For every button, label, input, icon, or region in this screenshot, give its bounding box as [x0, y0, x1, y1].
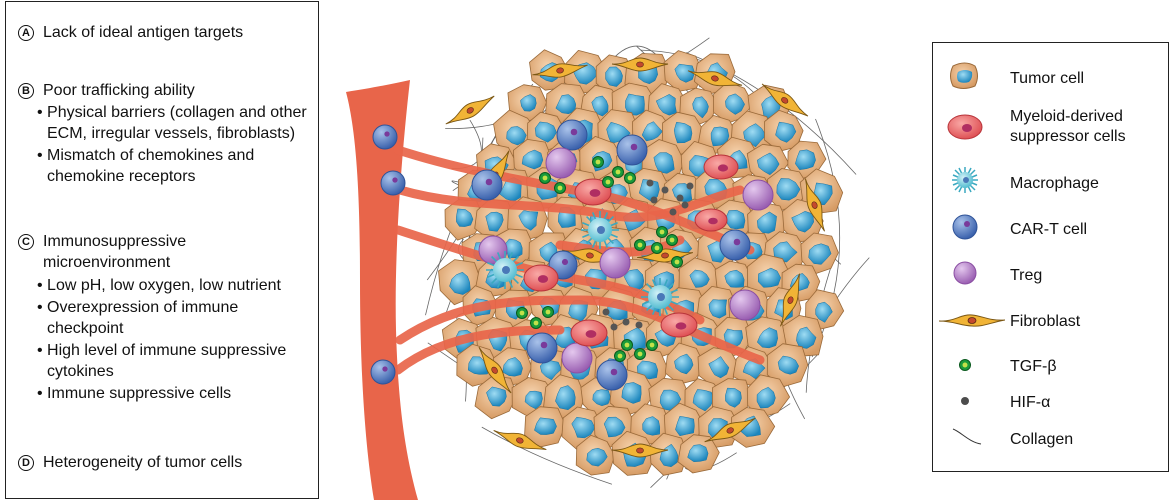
- tumor-microenvironment-illustration: [330, 0, 920, 503]
- hif-alpha-particle: [651, 197, 658, 204]
- legend-label: Tumor cell: [1010, 69, 1084, 89]
- treg-cell: [730, 290, 760, 320]
- car-t-cell: [527, 333, 557, 363]
- legend-label: Treg: [1010, 266, 1042, 286]
- mdsc-cell: [571, 320, 607, 346]
- hif-alpha-particle: [677, 195, 684, 202]
- car-t-cell: [371, 360, 395, 384]
- legend-label: Collagen: [1010, 430, 1073, 450]
- mdsc-cell: [695, 209, 727, 231]
- car-t-cell: [557, 120, 587, 150]
- tgf-beta-particle: [613, 167, 624, 178]
- macrophage-cell: [581, 211, 619, 249]
- tgf-beta-particle: [622, 340, 633, 351]
- mdsc-cell: [704, 155, 738, 179]
- hif-alpha-particle: [647, 180, 654, 187]
- car-t-cell: [720, 230, 750, 260]
- factor-title: Immunosuppressive microenvironment: [43, 231, 313, 273]
- hif-alpha-icon: [945, 386, 985, 416]
- legend-label: TGF-β: [1010, 357, 1057, 377]
- tgf-beta-particle: [543, 307, 554, 318]
- tgf-beta-particle: [652, 243, 663, 254]
- tgf-beta-particle: [531, 318, 542, 329]
- car-t-cell: [597, 360, 627, 390]
- legend-label: Macrophage: [1010, 174, 1099, 194]
- macrophage-icon: [945, 165, 985, 195]
- car-t-cell: [617, 135, 647, 165]
- factor-title: Poor trafficking ability: [43, 80, 313, 101]
- car-t-cell-icon: [945, 212, 985, 242]
- tgf-beta-particle: [517, 308, 528, 319]
- bullet-item: • Mismatch of chemokines and chemokine r…: [37, 145, 307, 187]
- legend-label: Myeloid-derived suppressor cells: [1010, 107, 1160, 147]
- car-t-cell: [472, 170, 502, 200]
- hif-alpha-particle: [670, 209, 677, 216]
- bullet-item: • High level of immune suppressive cytok…: [37, 340, 307, 382]
- hif-alpha-particle: [682, 202, 689, 209]
- treg-cell: [600, 248, 630, 278]
- tgf-beta-particle: [635, 240, 646, 251]
- legend-label: HIF-α: [1010, 393, 1050, 413]
- tgf-beta-particle: [635, 349, 646, 360]
- factor-letter-badge: A: [18, 25, 34, 41]
- barriers-panel: A Lack of ideal antigen targets B Poor t…: [5, 1, 319, 499]
- factor-title: Heterogeneity of tumor cells: [43, 452, 313, 473]
- factor-letter-badge: B: [18, 83, 34, 99]
- tgf-beta-particle: [540, 173, 551, 184]
- factor-c-bullets: • Low pH, low oxygen, low nutrient • Ove…: [37, 275, 307, 405]
- tgf-beta-particle: [615, 351, 626, 362]
- factor-letter-badge: C: [18, 234, 34, 250]
- collagen-icon: [945, 423, 985, 453]
- tgf-beta-particle: [555, 183, 566, 194]
- hif-alpha-particle: [662, 187, 669, 194]
- bullet-item: • Immune suppressive cells: [37, 383, 307, 404]
- legend: Tumor cell Myeloid-derived suppressor ce…: [932, 42, 1169, 472]
- tgf-beta-particle: [672, 257, 683, 268]
- tgf-beta-particle: [667, 235, 678, 246]
- mdsc-cell: [661, 313, 697, 337]
- macrophage-cell: [641, 278, 679, 316]
- hif-alpha-particle: [687, 183, 694, 190]
- factor-title: Lack of ideal antigen targets: [43, 22, 313, 43]
- bullet-item: • Low pH, low oxygen, low nutrient: [37, 275, 307, 296]
- tgf-beta-particle: [603, 177, 614, 188]
- macrophage-cell: [486, 251, 524, 289]
- hif-alpha-particle: [636, 322, 643, 329]
- mdsc-icon: [945, 112, 985, 142]
- bullet-item: • Overexpression of immune checkpoint: [37, 297, 307, 339]
- fibroblast-icon: [939, 305, 1005, 335]
- tgf-beta-icon: [945, 350, 985, 380]
- car-t-cell: [381, 171, 405, 195]
- tgf-beta-particle: [593, 157, 604, 168]
- treg-cell: [546, 148, 576, 178]
- tgf-beta-particle: [647, 340, 658, 351]
- fibroblast: [443, 91, 498, 130]
- tumor-cell-icon: [945, 61, 985, 91]
- hif-alpha-particle: [611, 324, 618, 331]
- legend-label: CAR-T cell: [1010, 220, 1087, 240]
- tgf-beta-particle: [657, 227, 668, 238]
- bullet-item: • Physical barriers (collagen and other …: [37, 102, 307, 144]
- mdsc-cell: [524, 265, 558, 291]
- factor-b-bullets: • Physical barriers (collagen and other …: [37, 102, 307, 188]
- legend-label: Fibroblast: [1010, 312, 1080, 332]
- tgf-beta-particle: [625, 173, 636, 184]
- car-t-cell: [373, 125, 397, 149]
- hif-alpha-particle: [603, 309, 610, 316]
- treg-cell: [743, 180, 773, 210]
- treg-icon: [945, 258, 985, 288]
- treg-cell: [562, 343, 592, 373]
- hif-alpha-particle: [623, 319, 630, 326]
- factor-letter-badge: D: [18, 455, 34, 471]
